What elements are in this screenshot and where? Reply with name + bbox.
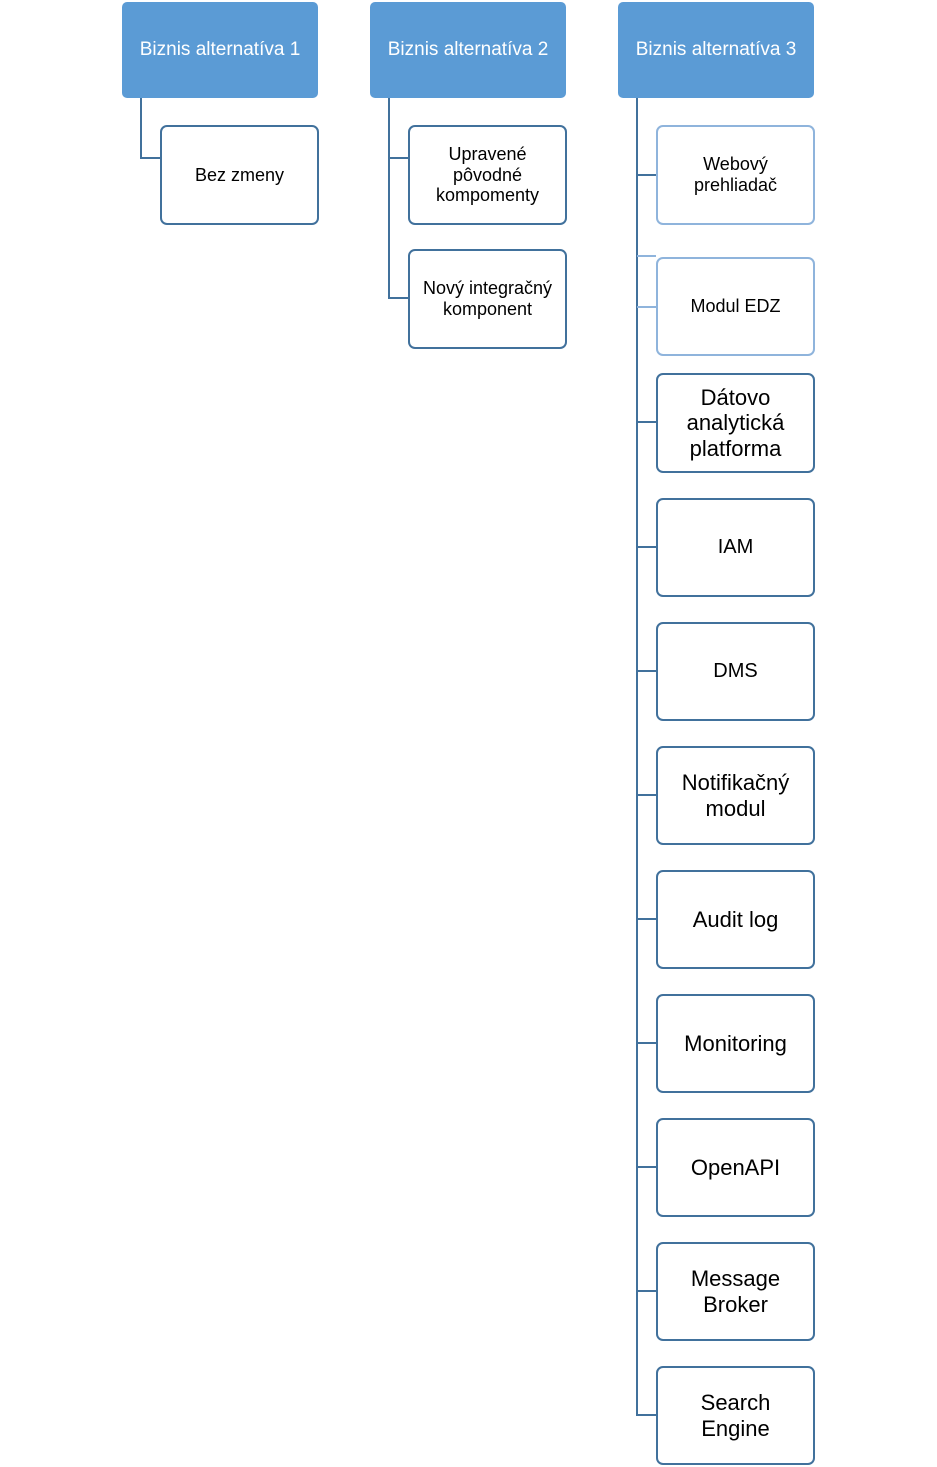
node-monitoring: Monitoring	[656, 994, 815, 1093]
header-biznis-alternativa-3: Biznis alternatíva 3	[618, 2, 814, 98]
connector-col3	[636, 98, 656, 1416]
connector-col3-light	[637, 255, 656, 308]
node-webovy-prehliadac: Webový prehliadač	[656, 125, 815, 225]
node-search-engine: Search Engine	[656, 1366, 815, 1465]
node-notifikacny-modul: Notifikačný modul	[656, 746, 815, 845]
node-iam: IAM	[656, 498, 815, 597]
header-biznis-alternativa-1: Biznis alternatíva 1	[122, 2, 318, 98]
connector-col1	[140, 98, 160, 159]
connector-col2	[388, 98, 408, 299]
node-openapi: OpenAPI	[656, 1118, 815, 1217]
node-novy-integracny-komponent: Nový integračný komponent	[408, 249, 567, 349]
node-modul-edz: Modul EDZ	[656, 257, 815, 356]
node-upravene-povodne-komponenty: Upravené pôvodné kompomenty	[408, 125, 567, 225]
node-message-broker: Message Broker	[656, 1242, 815, 1341]
header-biznis-alternativa-2: Biznis alternatíva 2	[370, 2, 566, 98]
node-bez-zmeny: Bez zmeny	[160, 125, 319, 225]
node-dms: DMS	[656, 622, 815, 721]
node-datovo-analyticka-platforma: Dátovo analytická platforma	[656, 373, 815, 473]
node-audit-log: Audit log	[656, 870, 815, 969]
